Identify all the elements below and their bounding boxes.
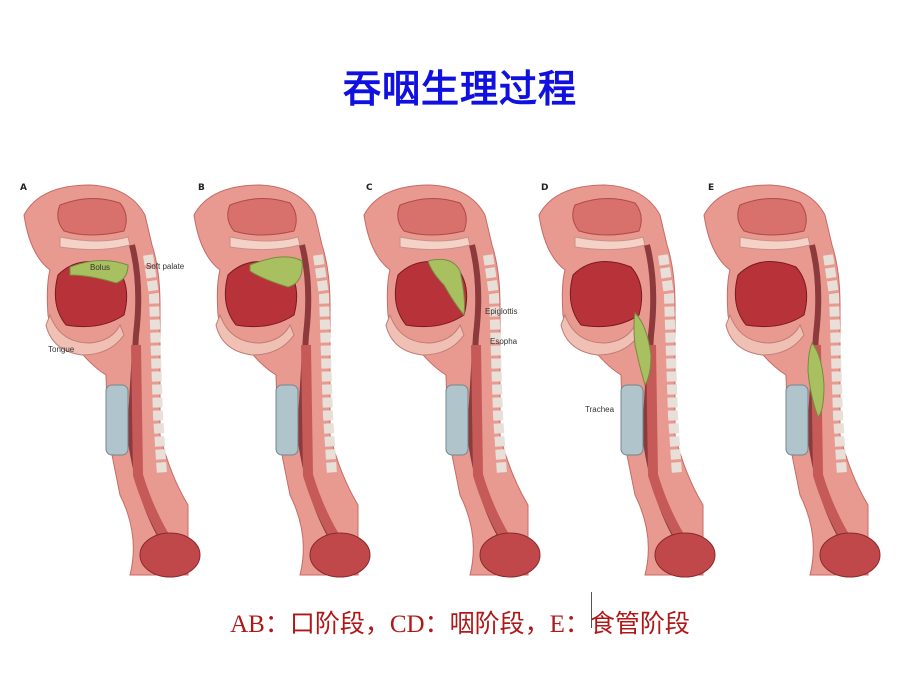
anatomy-illustration-a <box>23 184 201 578</box>
trachea-rings <box>445 384 469 456</box>
lower-jaw <box>45 313 125 356</box>
anatomy-illustration-c <box>363 184 541 578</box>
bolus-shape <box>633 311 652 387</box>
soft-palate-label: Soft palate <box>146 262 185 271</box>
panel-letter: C <box>366 183 373 193</box>
trachea-rings <box>275 384 299 456</box>
stomach-top <box>654 532 716 578</box>
text-cursor <box>591 592 592 628</box>
trachea-rings <box>620 384 644 456</box>
swallowing-diagram: A Bolus Soft palate Tongue B C <box>20 175 900 580</box>
trachea-rings <box>785 384 809 456</box>
panel-letter: D <box>541 183 549 193</box>
stomach-top <box>139 532 201 578</box>
spine <box>658 254 682 476</box>
stomach-top <box>479 532 541 578</box>
tongue-label: Tongue <box>48 345 75 354</box>
lower-jaw <box>215 313 295 356</box>
panel-letter: E <box>708 183 715 193</box>
nasal-cavity <box>57 198 127 236</box>
panel-a: A Bolus Soft palate Tongue <box>20 175 201 578</box>
hard-palate <box>59 236 131 251</box>
page-title: 吞咽生理过程 <box>342 66 577 111</box>
trachea-rings <box>105 384 129 456</box>
nasal-cavity <box>572 198 642 236</box>
tongue <box>569 261 643 328</box>
panel-letter: B <box>198 183 205 193</box>
panel-c: C Epiglottis Esopha <box>360 175 541 578</box>
hard-palate <box>739 236 811 251</box>
trachea-label: Trachea <box>585 405 615 414</box>
epiglottis-label: Epiglottis <box>485 307 518 316</box>
lower-jaw <box>725 313 805 356</box>
anatomy-illustration-e <box>703 184 881 578</box>
stomach-top <box>819 532 881 578</box>
panel-e: E <box>700 175 881 578</box>
bolus-shape <box>427 258 465 317</box>
bolus-shape <box>807 342 825 418</box>
tongue <box>734 261 808 328</box>
hard-palate <box>229 236 301 251</box>
spine <box>823 254 847 476</box>
bolus-label: Bolus <box>90 263 111 272</box>
esophagus-label: Esopha <box>490 337 518 346</box>
stomach-top <box>309 532 371 578</box>
anatomy-illustration-d <box>538 184 716 578</box>
nasal-cavity <box>227 198 297 236</box>
nasal-cavity <box>397 198 467 236</box>
spine <box>313 254 337 476</box>
stage-caption: AB：口阶段，CD：咽阶段，E：食管阶段 <box>230 611 690 638</box>
bolus-shape <box>69 260 129 284</box>
panel-d: D Trachea <box>535 175 716 578</box>
spine <box>483 254 507 476</box>
anatomy-illustration-b <box>193 184 371 578</box>
hard-palate <box>399 236 471 251</box>
panel-b: B <box>190 175 371 578</box>
lower-jaw <box>385 313 465 356</box>
nasal-cavity <box>737 198 807 236</box>
spine <box>143 254 167 476</box>
panel-letter: A <box>20 183 27 193</box>
hard-palate <box>574 236 646 251</box>
bolus-shape <box>249 256 303 288</box>
